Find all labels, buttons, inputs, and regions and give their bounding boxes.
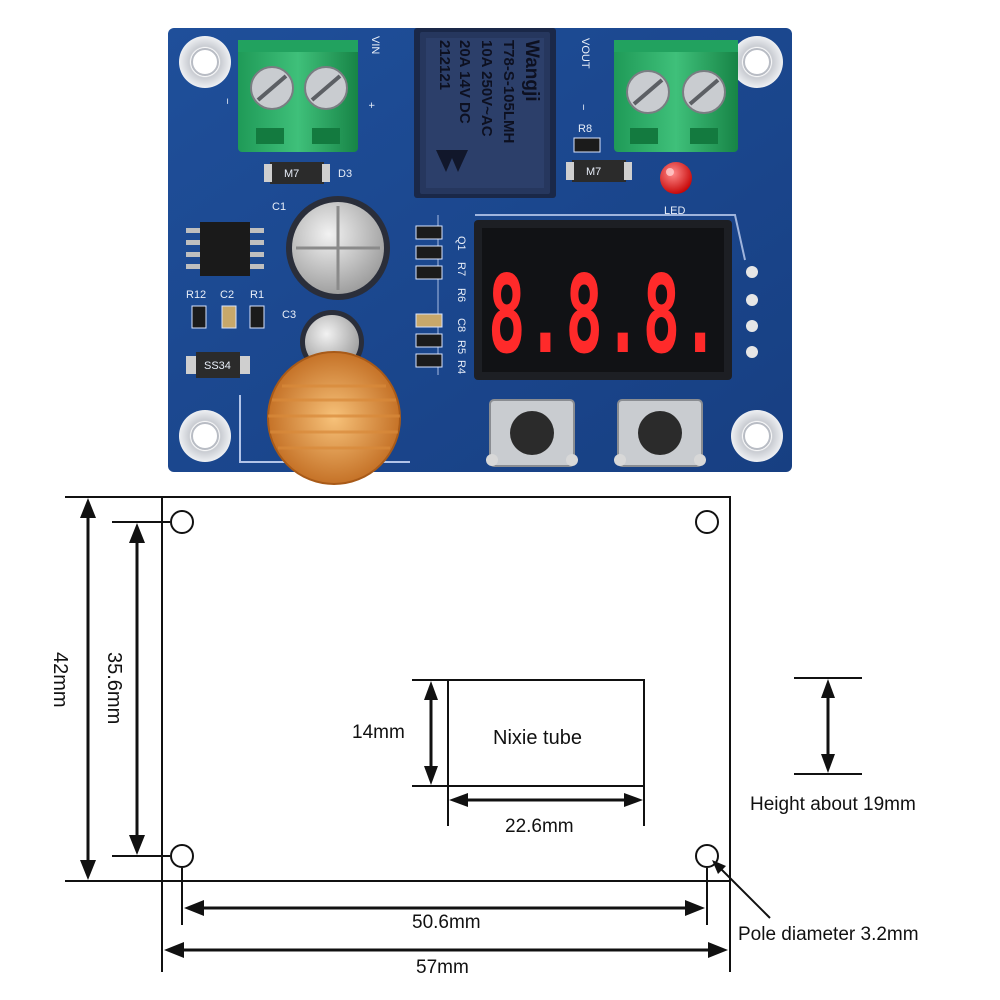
hole-top-left xyxy=(170,510,194,534)
r6-label: R6 xyxy=(455,288,467,302)
capacitor-c1 xyxy=(286,196,390,300)
header-pins xyxy=(746,266,758,358)
ic-chip xyxy=(186,222,264,276)
hole-spacing-horizontal-label: 50.6mm xyxy=(412,912,481,933)
r8-label: R8 xyxy=(578,123,592,135)
hole-spacing-horizontal-dimension xyxy=(181,868,708,925)
r1-label: R1 xyxy=(250,289,264,301)
pcb-board-photo: VIN + − VOUT − Wangji T78-S-105LMH 10A 2… xyxy=(168,28,792,485)
hole-top-right xyxy=(695,510,719,534)
ss34-label: SS34 xyxy=(204,360,231,372)
output-terminal-block xyxy=(614,40,738,152)
capacitor-c2 xyxy=(221,305,237,329)
hole-spacing-vertical-dimension xyxy=(112,521,170,857)
hole-bottom-right xyxy=(695,844,719,868)
display-width-label: 22.6mm xyxy=(505,816,574,837)
display-readout: 8.8.8. xyxy=(488,253,720,378)
board-outline xyxy=(161,496,731,882)
smd-resistor-column xyxy=(415,225,443,368)
hole-spacing-vertical-label: 35.6mm xyxy=(103,652,125,724)
c1-label: C1 xyxy=(272,201,286,213)
relay-date-code: 212121 xyxy=(436,40,453,90)
diode-ss34 xyxy=(186,352,250,378)
hole-diameter-label: Pole diameter 3.2mm xyxy=(738,924,919,945)
r5-label: R5 xyxy=(455,340,467,354)
display-label: Nixie tube xyxy=(493,727,582,749)
vout-minus-label: − xyxy=(577,104,589,110)
push-button-right xyxy=(614,399,706,467)
display-outline xyxy=(447,679,645,787)
r12-label: R12 xyxy=(186,289,206,301)
display-height-label: 14mm xyxy=(352,722,405,743)
input-terminal-block xyxy=(238,40,358,152)
relay-rating-ac: 10A 250V~AC xyxy=(478,40,495,137)
resistor-r1 xyxy=(249,305,265,329)
mounting-hole-bottom-left xyxy=(179,410,231,462)
hole-diameter-leader xyxy=(712,860,771,919)
mounting-hole-top-right xyxy=(731,36,783,88)
vin-label: VIN xyxy=(369,36,381,54)
relay-logo-icon xyxy=(436,150,468,172)
board-width-label: 57mm xyxy=(416,957,469,978)
seven-segment-display xyxy=(474,220,732,380)
q1-label: Q1 xyxy=(455,236,467,251)
dimension-drawing: 42mm 35.6mm Nixie tube 14mm xyxy=(49,496,919,978)
diode-d3 xyxy=(264,162,330,184)
inductor-coil xyxy=(267,351,401,485)
board-width-dimension xyxy=(161,881,731,972)
hole-bottom-left xyxy=(170,844,194,868)
mounting-hole-top-left xyxy=(179,36,231,88)
display-height-dimension xyxy=(412,679,448,787)
push-button-left xyxy=(486,399,578,467)
display-width-dimension xyxy=(447,786,645,826)
vout-label: VOUT xyxy=(579,38,591,69)
diode-right xyxy=(566,160,632,182)
c8-label: C8 xyxy=(455,318,467,332)
r4-label: R4 xyxy=(455,360,467,374)
component-height-label: Height about 19mm xyxy=(750,794,916,815)
c3-label: C3 xyxy=(282,309,296,321)
board-height-label: 42mm xyxy=(49,652,71,708)
vin-plus-label: + xyxy=(365,102,377,108)
relay-model: T78-S-105LMH xyxy=(500,40,517,143)
resistor-r12 xyxy=(191,305,207,329)
relay-rating-dc: 20A 14V DC xyxy=(456,40,473,124)
component-height-dimension xyxy=(794,677,862,775)
relay-brand: Wangji xyxy=(521,40,542,102)
status-led xyxy=(660,162,692,194)
vin-minus-label: − xyxy=(221,98,233,104)
resistor-r8 xyxy=(573,137,601,153)
led-label: LED xyxy=(664,205,685,217)
right-m7-label: M7 xyxy=(586,166,601,178)
d3-label: D3 xyxy=(338,168,352,180)
board-height-dimension xyxy=(65,496,162,882)
mounting-hole-bottom-right xyxy=(731,410,783,462)
d3-m7-label: M7 xyxy=(284,168,299,180)
r7-label: R7 xyxy=(455,262,467,276)
relay-label-block: Wangji T78-S-105LMH 10A 250V~AC 20A 14V … xyxy=(436,40,542,143)
c2-label: C2 xyxy=(220,289,234,301)
